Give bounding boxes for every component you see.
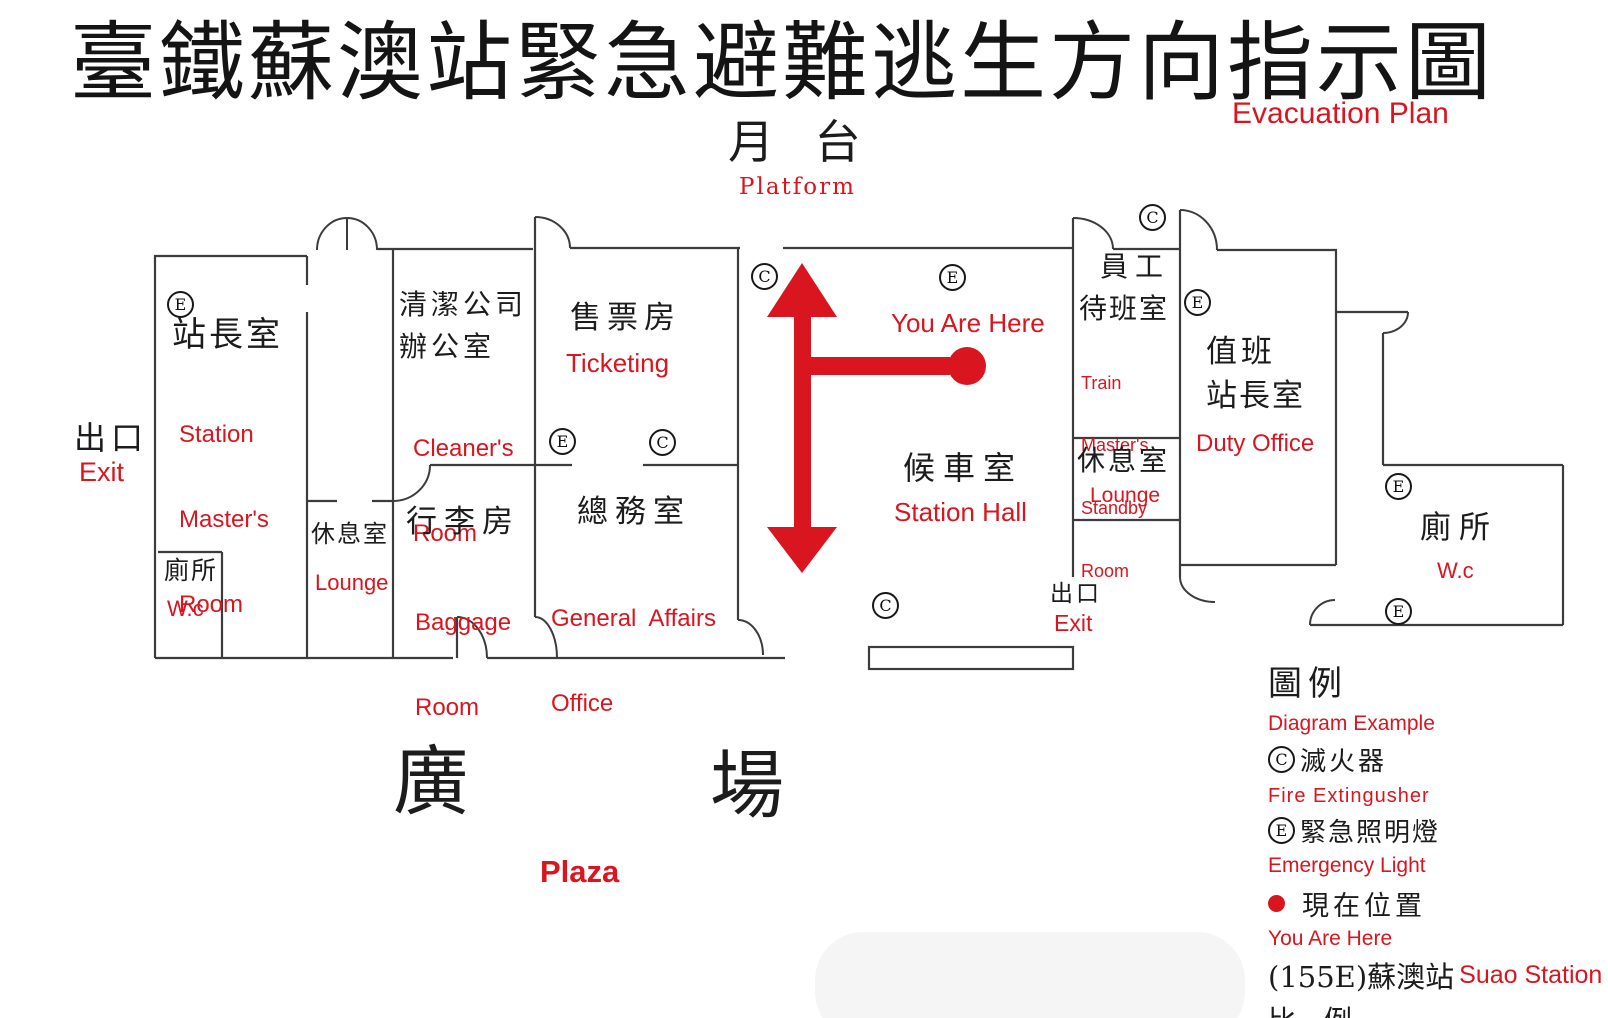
room-wc-left-en: W.c [167, 596, 204, 621]
room-wc-right-en: W.c [1437, 558, 1474, 583]
room-lounge-left-zh: 休息室 [311, 520, 389, 548]
room-wc-left-zh: 廁所 [164, 556, 219, 585]
legend: 圖例 Diagram Example C 滅火器 Fire Extingushe… [1268, 656, 1602, 1018]
emergency-light-icon: E [549, 428, 576, 455]
room-cleaner-zh2: 辦公室 [399, 330, 496, 363]
exit-left-label-en: Exit [79, 457, 125, 487]
you-are-here-dot-icon [1268, 895, 1285, 912]
arrow-down-head [767, 527, 837, 573]
room-cleaner-en: Cleaner's Room [413, 434, 514, 547]
legend-fire-row: C 滅火器 [1268, 741, 1598, 778]
room-duty-zh1: 值班 [1206, 334, 1276, 370]
legend-light-zh: 緊急照明燈 [1300, 818, 1441, 848]
station-hall-en: Station Hall [894, 497, 1027, 527]
evacuation-direction-arrow [767, 263, 986, 573]
room-general-affairs-zh: 總務室 [577, 494, 691, 530]
bench [867, 645, 1075, 671]
emergency-light-icon: E [167, 291, 194, 318]
room-duty-en: Duty Office [1196, 430, 1315, 457]
room-lounge-right-en: Lounge [1090, 484, 1161, 507]
plaza-en: Plaza [540, 854, 620, 889]
emergency-light-icon: E [1385, 598, 1412, 625]
legend-light-row: E 緊急照明燈 [1268, 812, 1598, 849]
plaza-zh-second: 場 [710, 743, 784, 829]
arrow-up-head [767, 263, 837, 317]
legend-station-code: (155E)蘇澳站 [1268, 960, 1455, 994]
watermark-blob [815, 932, 1245, 1018]
exit-left-label-zh: 出口 [74, 419, 149, 457]
emergency-light-icon: E [1385, 473, 1412, 500]
room-standby-zh1: 員工 [1100, 250, 1171, 283]
exit-hall-label-zh: 出口 [1050, 581, 1102, 607]
room-wc-right-zh: 廁所 [1420, 510, 1498, 546]
legend-light-en: Emergency Light [1268, 854, 1426, 877]
legend-station-row: (155E)蘇澳站 Suao Station [1268, 954, 1602, 996]
room-station-master-en: Station Master's Room [179, 420, 269, 618]
fire-extinguisher-icon: C [872, 592, 899, 619]
legend-fire-zh: 滅火器 [1300, 747, 1388, 777]
fire-extinguisher-icon: C [1139, 204, 1166, 231]
room-station-master-zh: 站長室 [172, 315, 283, 355]
room-ticketing-en: Ticketing [566, 348, 670, 378]
legend-here-row: 現在位置 [1268, 884, 1598, 923]
door-arcs [316, 209, 1409, 659]
room-standby-zh2: 待班室 [1079, 292, 1170, 325]
room-lounge-right-zh: 休息室 [1077, 444, 1171, 477]
emergency-light-icon: E [1268, 817, 1295, 844]
legend-title-en: Diagram Example [1268, 712, 1435, 735]
arrow-cross-bar [802, 357, 950, 375]
room-baggage-en: Baggage Room [415, 608, 512, 721]
legend-fire-en: Fire Extingusher [1268, 785, 1430, 807]
fire-extinguisher-icon: C [751, 263, 778, 290]
legend-here-zh: 現在位置 [1302, 891, 1426, 922]
room-general-affairs-en: General Affairs Office [551, 604, 716, 717]
legend-scale-label: 比 例 [1268, 999, 1598, 1018]
exit-hall-label-en: Exit [1054, 610, 1093, 636]
arrow-shaft [794, 315, 811, 531]
room-standby-en: Train Master's Standby Room [1081, 372, 1149, 581]
fire-extinguisher-icon: C [1268, 746, 1295, 773]
room-lounge-left-en: Lounge [315, 570, 389, 595]
room-baggage-zh: 行李房 [406, 504, 520, 540]
you-are-here-dot [948, 347, 986, 385]
room-ticketing-zh: 售票房 [570, 300, 681, 336]
poster-subtitle-en: Evacuation Plan [1232, 97, 1449, 130]
legend-station-en: Suao Station [1459, 960, 1603, 989]
emergency-light-icon: E [939, 264, 966, 291]
platform-label-en: Platform [739, 174, 856, 200]
room-cleaner-zh1: 清潔公司 [399, 288, 528, 321]
platform-label-zh: 月 台 [728, 115, 861, 169]
legend-here-en: You Are Here [1268, 927, 1393, 950]
poster-title: 臺鐵蘇澳站緊急避難逃生方向指示圖 [70, 13, 1494, 113]
legend-title-zh: 圖例 [1268, 664, 1348, 704]
station-hall-zh: 候車室 [903, 449, 1024, 487]
plaza-zh-first: 廣 [393, 737, 469, 826]
wall-lines [153, 210, 1565, 660]
you-are-here-label: You Are Here [891, 308, 1045, 338]
fire-extinguisher-icon: C [649, 429, 676, 456]
room-duty-zh2: 站長室 [1206, 378, 1305, 414]
emergency-light-icon: E [1184, 289, 1211, 316]
